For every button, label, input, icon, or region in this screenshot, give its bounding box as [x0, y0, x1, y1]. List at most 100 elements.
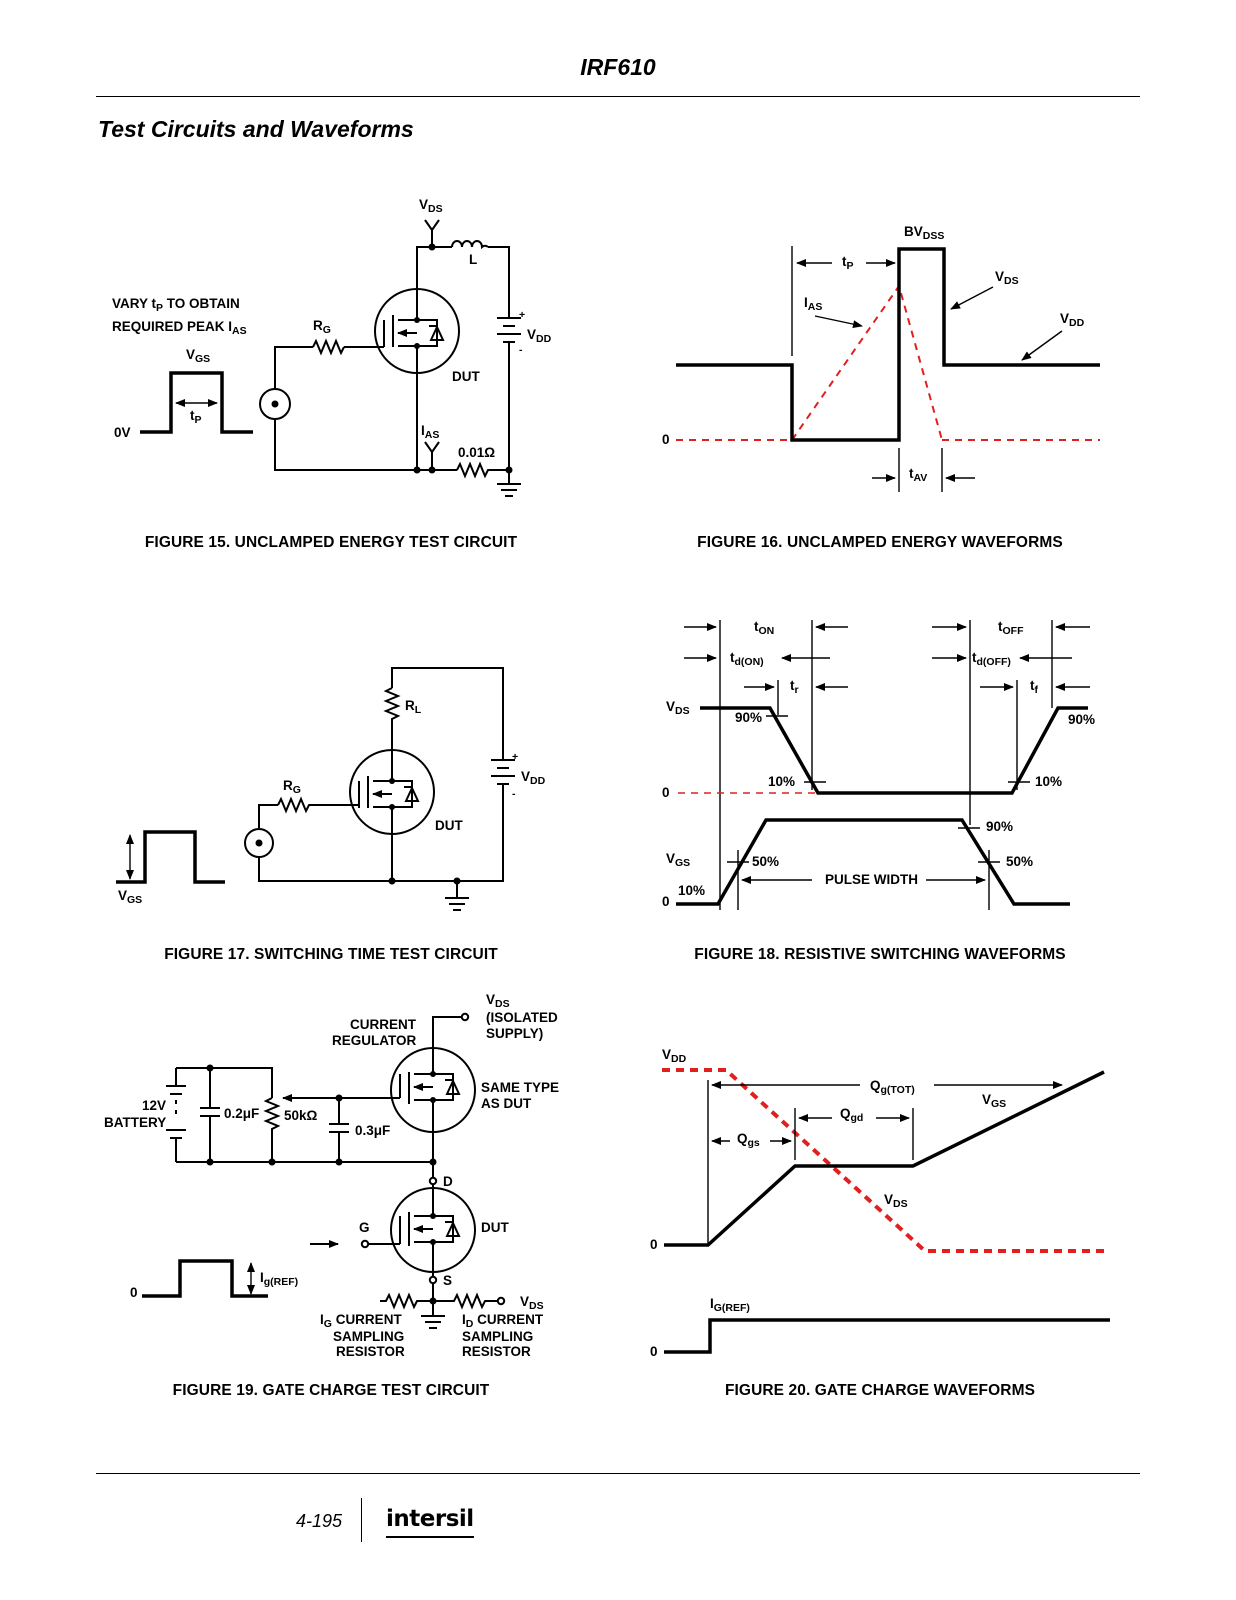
vgs-waveform: [676, 818, 1070, 906]
qgtot-label: Qg(TOT): [870, 1078, 915, 1096]
zero-label: 0: [662, 432, 670, 447]
vdd-label: VDD: [662, 1047, 687, 1065]
pulse-source-center: [271, 400, 279, 408]
figure-19-caption: FIGURE 19. GATE CHARGE TEST CIRCUIT: [172, 1382, 490, 1399]
bottom-wire: [258, 795, 504, 882]
vds-label: VDS: [666, 699, 690, 717]
regulator-node: [430, 1071, 436, 1077]
regulator-body-diode: [433, 1073, 461, 1101]
cap-0-3uf-label: 0.3μF: [355, 1123, 390, 1138]
vgs-label: VGS: [666, 851, 690, 869]
rl-resistor: [383, 687, 401, 750]
figure-17-switching-time-test-circuit: RL DUT RG + - VDD VGS: [116, 667, 546, 911]
mosfet-node: [414, 317, 420, 323]
gate-label: G: [359, 1220, 370, 1235]
mosfet-node: [389, 804, 395, 810]
source-node: [388, 877, 396, 885]
figure-16-unclamped-energy-waveforms: 0 tP BVDSS VDS IAS VDD tAV: [662, 224, 1100, 492]
mosfet-channel: [373, 750, 393, 881]
section-title: Test Circuits and Waveforms: [98, 116, 414, 142]
id-resistor-label: RESISTOR: [462, 1344, 531, 1359]
source-wire: [274, 373, 457, 471]
required-peak-ias-text: REQUIRED PEAK IAS: [112, 319, 247, 337]
igref-label: IG(REF): [710, 1296, 750, 1314]
battery-plus: +: [512, 751, 518, 763]
dut-gate: [399, 1212, 410, 1246]
vgs-waveform: [664, 1070, 1105, 1247]
cap-0-2uf-label: 0.2μF: [224, 1106, 259, 1121]
vds-top-label: VDS: [486, 992, 510, 1010]
inductor-to-supply-wire: [488, 246, 510, 318]
zero-volt-label: 0V: [114, 425, 131, 440]
mosfet-body-diode: [392, 780, 420, 808]
vds-waveform-dashed: [662, 1068, 1110, 1253]
ias-label: IAS: [421, 423, 439, 441]
same-type-label: SAME TYPE: [481, 1080, 559, 1095]
qgs-label: Qgs: [737, 1131, 760, 1149]
ground-symbol: [421, 1315, 445, 1329]
source-label: S: [443, 1273, 452, 1288]
id-sampling-resistor: [433, 1292, 498, 1310]
footer-rule: [96, 1473, 1140, 1474]
label-90-left: 90%: [735, 710, 762, 725]
vgs-label: VGS: [186, 347, 210, 365]
supply-label: SUPPLY): [486, 1026, 543, 1041]
qgd-label: Qgd: [840, 1106, 863, 1124]
dut-label: DUT: [481, 1220, 509, 1235]
footer-divider: [361, 1498, 362, 1542]
figure-19-gate-charge-test-circuit: VDS (ISOLATED SUPPLY) CURRENT REGULATOR …: [104, 992, 559, 1359]
isolated-label: (ISOLATED: [486, 1010, 558, 1025]
vds-top-wire: [432, 1016, 462, 1050]
ig-resistor-label: RESISTOR: [336, 1344, 405, 1359]
vds-bottom-label: VDS: [520, 1294, 544, 1312]
tdon-label: td(ON): [730, 650, 764, 668]
ias-probe: [424, 441, 440, 470]
zero-label-top: 0: [650, 1237, 658, 1252]
vdd-label: VDD: [521, 769, 546, 787]
inductor-label: L: [469, 252, 477, 267]
rail-node: [206, 1158, 214, 1166]
tdoff-label: td(OFF): [972, 650, 1011, 668]
dut-label: DUT: [435, 818, 463, 833]
figure-16-caption: FIGURE 16. UNCLAMPED ENERGY WAVEFORMS: [697, 534, 1063, 551]
gate-wire: [274, 346, 313, 389]
label-10-vgs: 10%: [678, 883, 705, 898]
dut-node: [430, 1213, 436, 1219]
drain-wire: [416, 246, 452, 290]
battery-12v: [166, 1068, 186, 1162]
figure-15-unclamped-energy-test-circuit: VARY tP TO OBTAIN REQUIRED PEAK IAS VGS …: [112, 197, 552, 497]
label-50-right: 50%: [1006, 854, 1033, 869]
id-current-label: ID CURRENT: [462, 1312, 544, 1330]
mosfet-node: [414, 343, 420, 349]
vds-pointer: [950, 286, 994, 310]
as-dut-label: AS DUT: [481, 1096, 532, 1111]
vds-top-terminal: [460, 1012, 470, 1022]
source-terminal: [428, 1275, 438, 1285]
logo-underline: [386, 1536, 474, 1538]
rail-node: [335, 1094, 343, 1102]
intersil-logo: intersil: [386, 1506, 474, 1532]
figure-15-caption: FIGURE 15. UNCLAMPED ENERGY TEST CIRCUIT: [144, 534, 518, 551]
vgs-label: VGS: [118, 888, 142, 906]
rail-node: [335, 1158, 343, 1166]
top-wire: [391, 667, 504, 760]
figure-20-gate-charge-waveforms: VDD 0 Qg(TOT) VGS Qgd Qgs VDS IG(REF) 0: [650, 1047, 1110, 1359]
regulator-label: REGULATOR: [332, 1033, 417, 1048]
zero-label-bottom: 0: [650, 1344, 658, 1359]
rg-label: RG: [313, 318, 331, 336]
battery-minus: -: [519, 344, 523, 356]
drain-node: [429, 1158, 437, 1166]
tav-label: tAV: [909, 466, 927, 484]
gate-pulse: [116, 830, 225, 884]
vds-waveform: [676, 247, 1100, 442]
zero-label: 0: [130, 1285, 138, 1300]
vdd-pointer: [1021, 330, 1063, 361]
vds-label: VDS: [884, 1192, 908, 1210]
bvdss-label: BVDSS: [904, 224, 944, 242]
vdd-battery: [491, 759, 515, 795]
rail-node: [206, 1064, 214, 1072]
dut-label: DUT: [452, 369, 480, 384]
rg-label: RG: [283, 778, 301, 796]
igref-label: Ig(REF): [260, 1270, 298, 1288]
vds-bottom-terminal: [496, 1296, 506, 1306]
